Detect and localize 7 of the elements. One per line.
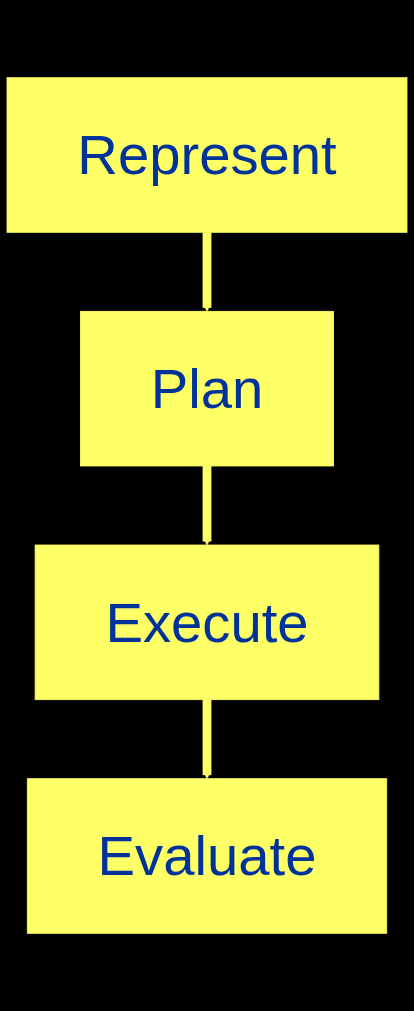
arrow	[202, 465, 212, 546]
arrow	[202, 232, 212, 312]
node-box: Execute	[34, 544, 380, 701]
node-box: Evaluate	[26, 778, 388, 934]
node-box: Plan	[80, 310, 334, 467]
node-box: Represent	[6, 77, 408, 233]
arrow	[202, 699, 212, 780]
